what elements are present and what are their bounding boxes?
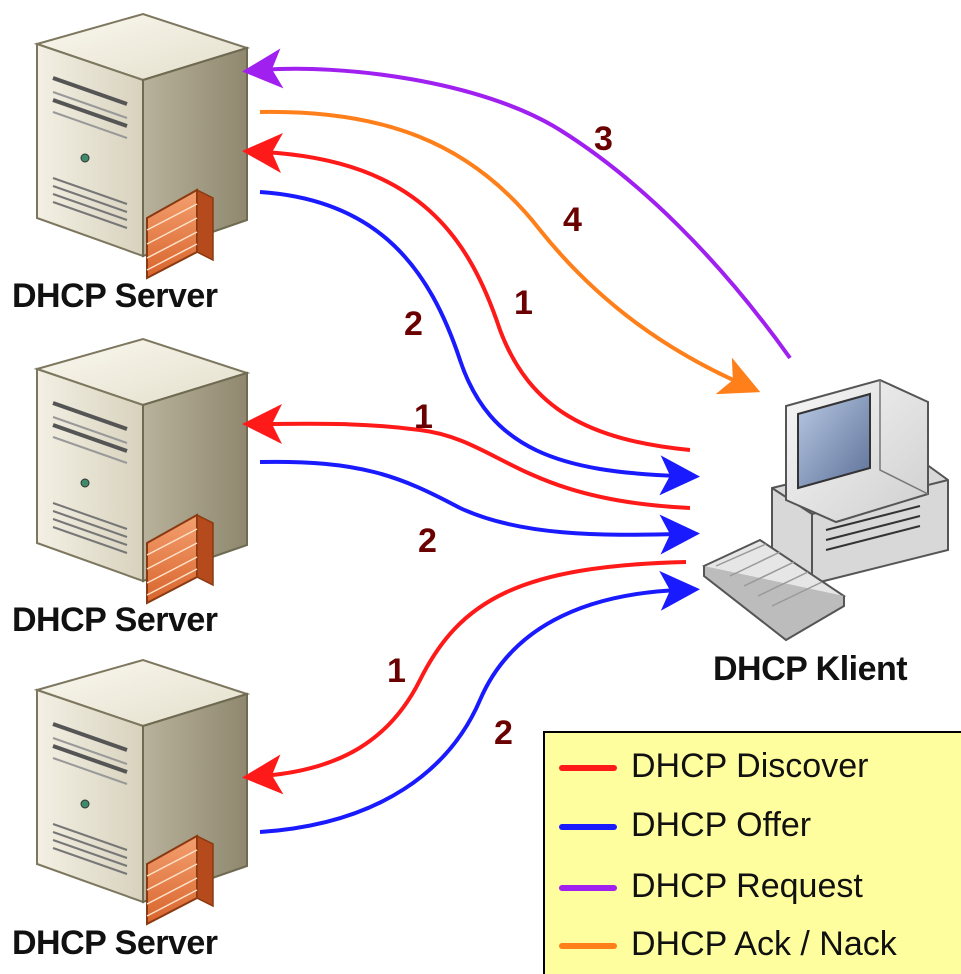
step-number-offer-1: 2 [404,305,423,343]
legend-item-request: DHCP Request [545,867,961,907]
legend-swatch-request [559,885,617,891]
offer-arrow-server1 [259,190,700,496]
legend-swatch-ack [559,943,617,949]
legend-label-discover: DHCP Discover [631,747,869,785]
legend-label-ack: DHCP Ack / Nack [631,925,897,963]
client-label: DHCP Klient [713,650,908,688]
legend-item-discover: DHCP Discover [545,747,961,787]
legend-label-offer: DHCP Offer [631,806,812,844]
server-icon-2 [35,337,249,605]
legend-item-offer: DHCP Offer [545,806,961,846]
step-number-offer-3: 2 [494,714,513,752]
legend-label-request: DHCP Request [631,867,863,905]
step-number-discover-3: 1 [387,652,406,690]
server-label-1: DHCP Server [12,277,218,315]
offer-arrow-server2 [259,459,700,555]
client-computer-icon [702,378,949,642]
server-label-2: DHCP Server [12,601,218,639]
step-number-ack: 4 [563,201,582,239]
step-number-discover-2: 1 [414,398,433,436]
server-icon-3 [35,658,249,926]
legend: DHCP Discover DHCP Offer DHCP Request DH… [543,731,961,974]
discover-arrow-server1 [242,133,691,452]
offer-arrow-server3 [259,570,700,834]
server-icon-1 [35,12,249,280]
legend-swatch-offer [559,824,617,830]
discover-arrow-server2 [242,403,691,510]
discover-arrow-server3 [242,560,687,795]
ack-arrow-server1 [259,109,761,395]
legend-swatch-discover [559,765,617,771]
step-number-request: 3 [594,120,613,158]
legend-item-ack: DHCP Ack / Nack [545,925,961,965]
step-number-discover-1: 1 [514,284,533,322]
server-label-3: DHCP Server [12,924,218,962]
step-number-offer-2: 2 [418,522,437,560]
request-arrow-server1 [242,48,792,360]
